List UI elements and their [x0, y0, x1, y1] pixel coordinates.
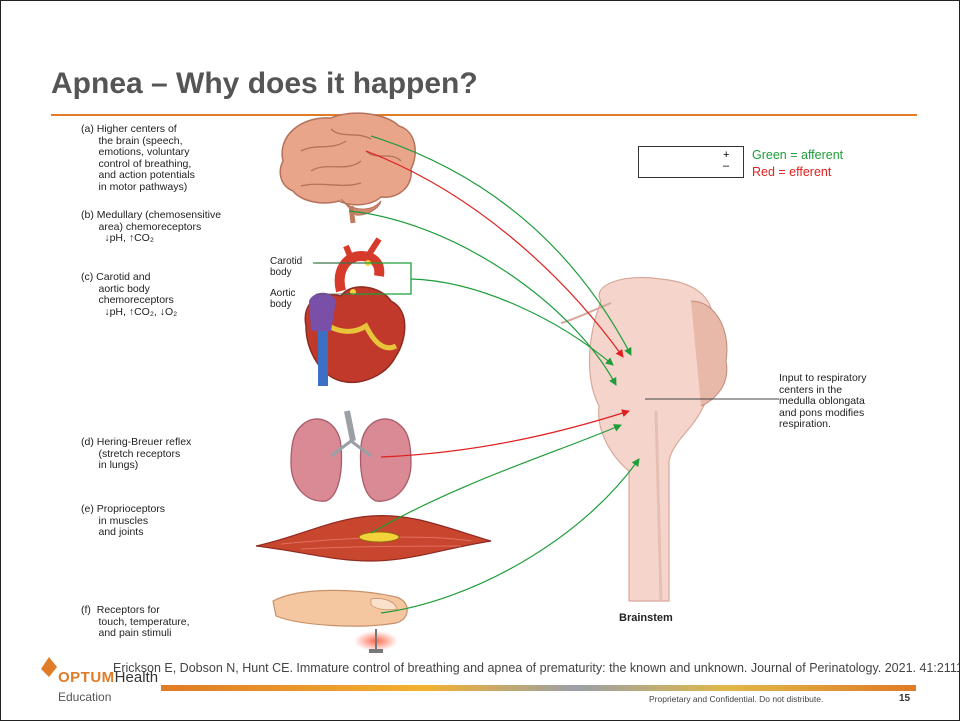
footer-stripe: [161, 685, 916, 691]
logo-optum: OPTUM: [58, 669, 115, 686]
citation: Erickson E, Dobson N, Hunt CE. Immature …: [113, 661, 960, 675]
legend-afferent-text: Green = afferent: [752, 148, 843, 162]
label-hering-breuer: (d) Hering-Breuer reflex (stretch recept…: [81, 437, 191, 472]
afferent-arrow-carotid-aortic: [411, 279, 613, 365]
heart-illustration: [305, 239, 405, 386]
legend-minus: –: [723, 160, 729, 172]
label-aortic-body: Aortic body: [270, 288, 296, 310]
confidential-notice: Proprietary and Confidential. Do not dis…: [649, 694, 823, 704]
efferent-arrow-lungs: [381, 411, 629, 457]
label-medullary-chemoreceptors: (b) Medullary (chemosensitive area) chem…: [81, 210, 221, 245]
page-number: 15: [899, 693, 910, 704]
label-brainstem: Brainstem: [619, 613, 673, 625]
label-higher-centers: (a) Higher centers of the brain (speech,…: [81, 124, 195, 193]
legend-efferent-text: Red = efferent: [752, 165, 831, 179]
label-proprioceptors: (e) Proprioceptors in muscles and joints: [81, 504, 165, 539]
footer-logo-text: OPTUMHealth: [58, 669, 158, 686]
optum-logo-icon: [41, 657, 57, 677]
label-carotid-body: Carotid body: [270, 256, 302, 278]
logo-health: Health: [115, 669, 158, 686]
fingertip-illustration: [273, 590, 407, 653]
brain-illustration: [280, 113, 415, 223]
label-touch-receptors: (f) Receptors for touch, temperature, an…: [81, 605, 190, 640]
legend-box: + –: [638, 146, 744, 178]
label-respiratory-input: Input to respiratory centers in the medu…: [779, 373, 867, 431]
footer-logo-sub: Education: [58, 690, 111, 704]
muscle-illustration: [256, 516, 491, 561]
label-carotid-aortic: (c) Carotid and aortic body chemorecepto…: [81, 272, 177, 318]
